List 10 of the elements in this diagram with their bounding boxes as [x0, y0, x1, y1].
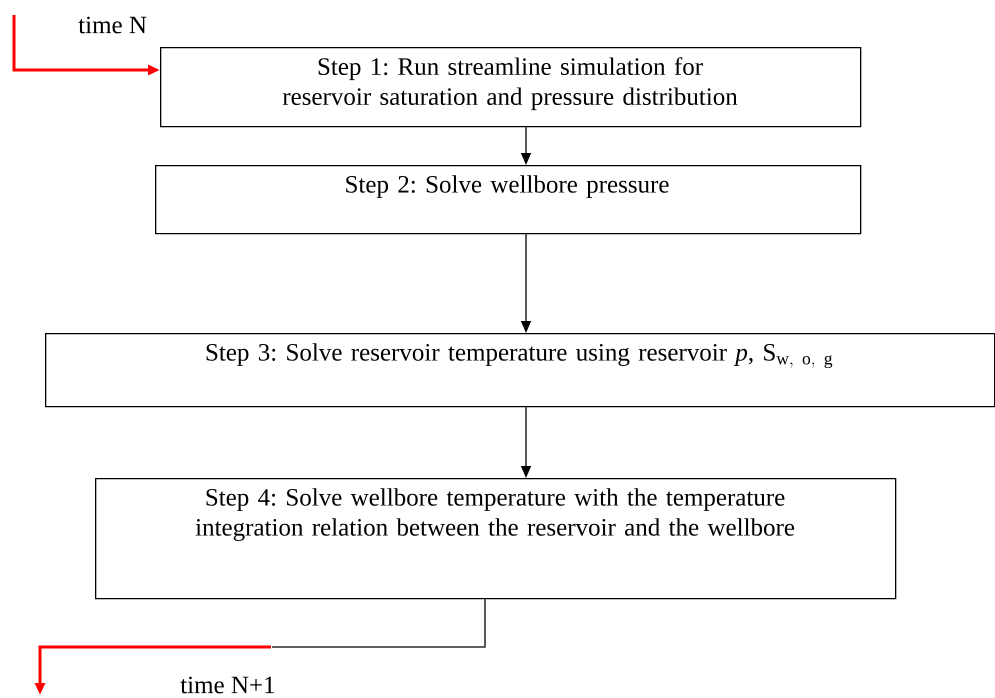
step-text: Step 3: Solve reservoir temperature using reservoir p, $\mathrm{S}_{\mathrm{w,\ o,\ g}}$ — [206, 343, 832, 368]
process-box — [95, 478, 896, 600]
time-label: time N+1 — [180, 676, 274, 694]
process-box — [45, 333, 995, 408]
time-label: time N — [78, 16, 146, 34]
step-text: Step 1: Run streamline simulation for reservoir saturation and pressure distribution — [282, 57, 738, 110]
step-text: Step 4: Solve wellbore temperature with the temperature integration relation between the reservoir and the wellbore — [196, 488, 794, 541]
process-box — [160, 47, 862, 128]
step-text: Step 2: Solve wellbore pressure — [346, 175, 669, 198]
process-box — [155, 165, 862, 234]
